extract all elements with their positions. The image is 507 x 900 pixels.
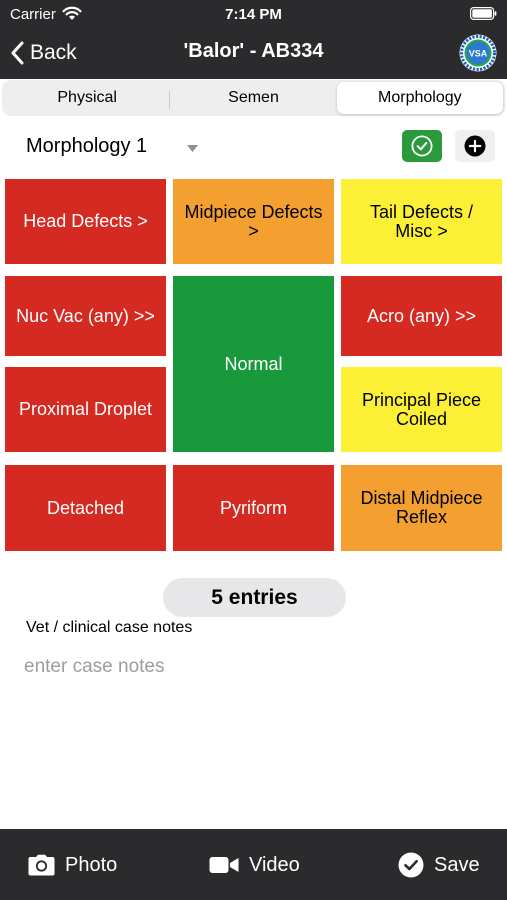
tab-physical[interactable]: Physical <box>4 82 171 114</box>
photo-button[interactable]: Photo <box>28 851 117 879</box>
segmented-tabs: Physical Semen Morphology <box>2 80 505 116</box>
save-label: Save <box>434 853 480 876</box>
video-button[interactable]: Video <box>209 851 300 879</box>
case-notes-input[interactable] <box>24 652 484 682</box>
photo-label: Photo <box>65 853 118 876</box>
battery-icon <box>470 7 497 20</box>
morphology-select[interactable]: Morphology 1 <box>26 130 206 162</box>
tab-semen[interactable]: Semen <box>228 89 279 106</box>
tile-tail-defects-misc[interactable]: Tail Defects / Misc > <box>341 179 502 264</box>
svg-text:VSA: VSA <box>469 49 488 59</box>
bottom-toolbar: Photo Video Save <box>0 829 507 900</box>
tile-normal[interactable]: Normal <box>173 276 334 452</box>
add-morphology-button[interactable] <box>455 130 495 162</box>
plus-circle-icon <box>464 135 486 157</box>
tile-midpiece-defects[interactable]: Midpiece Defects > <box>173 179 334 264</box>
morphology-select-value: Morphology 1 <box>26 134 148 157</box>
entries-count-badge: 5 entries <box>163 578 346 617</box>
morphology-grid: Head Defects > Midpiece Defects > Tail D… <box>5 179 502 551</box>
camera-icon <box>28 854 55 876</box>
check-circle-icon <box>411 135 433 157</box>
video-camera-icon <box>209 857 239 873</box>
morphology-selector-row: Morphology 1 <box>0 126 507 166</box>
page-title: 'Balor' - AB334 <box>183 40 324 62</box>
tab-morphology[interactable]: Morphology <box>336 82 503 114</box>
notes-label: Vet / clinical case notes <box>26 619 193 636</box>
chevron-left-icon <box>11 41 24 65</box>
tile-distal-midpiece-reflex[interactable]: Distal Midpiece Reflex <box>341 465 502 551</box>
confirm-button[interactable] <box>402 130 442 162</box>
tile-head-defects[interactable]: Head Defects > <box>5 179 166 264</box>
back-label: Back <box>30 41 77 64</box>
tile-proximal-droplet[interactable]: Proximal Droplet <box>5 367 166 452</box>
dropdown-arrow-icon <box>187 145 198 152</box>
status-bar: Carrier 7:14 PM <box>0 0 507 28</box>
save-button[interactable]: Save <box>398 851 480 879</box>
wifi-icon <box>62 6 82 20</box>
top-header: Carrier 7:14 PM Back 'Balor' - AB334 VSA <box>0 0 507 79</box>
status-time: 7:14 PM <box>225 6 282 23</box>
tile-pyriform[interactable]: Pyriform <box>173 465 334 551</box>
tile-acro[interactable]: Acro (any) >> <box>341 276 502 356</box>
carrier-name: Carrier <box>10 6 56 23</box>
tile-detached[interactable]: Detached <box>5 465 166 551</box>
tile-principal-piece-coiled[interactable]: Principal Piece Coiled <box>341 367 502 452</box>
nav-bar: Back 'Balor' - AB334 VSA <box>0 28 507 79</box>
back-button[interactable]: Back <box>10 36 77 70</box>
vsa-logo[interactable]: VSA <box>459 34 497 72</box>
check-circle-icon <box>398 852 424 878</box>
video-label: Video <box>249 853 300 876</box>
tile-nuc-vac[interactable]: Nuc Vac (any) >> <box>5 276 166 356</box>
